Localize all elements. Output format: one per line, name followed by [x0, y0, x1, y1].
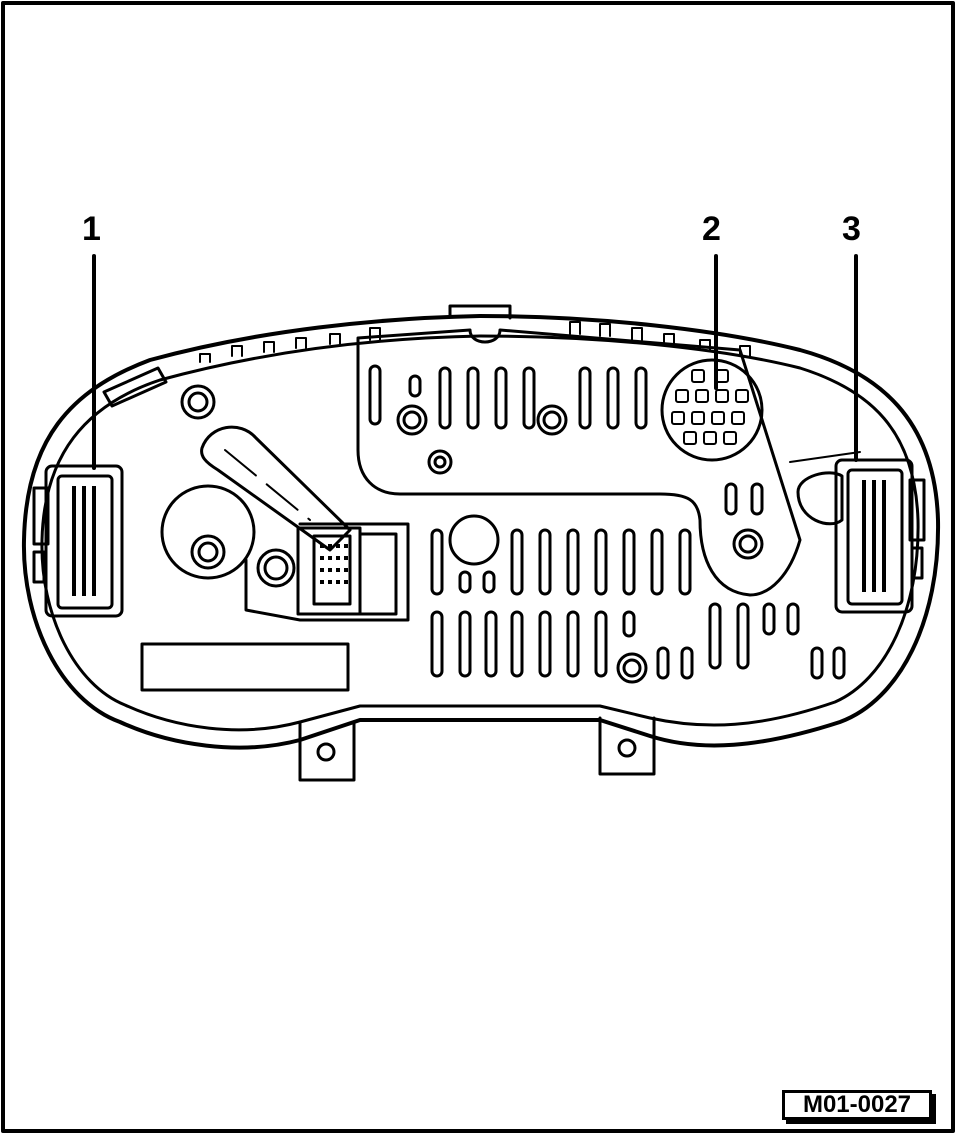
arm-detail	[224, 449, 311, 521]
figure-code-label: M01-0027	[782, 1090, 932, 1120]
buzzer-grille	[660, 358, 764, 462]
left-upper-clip	[102, 366, 168, 408]
left-connector-pins	[72, 486, 96, 596]
mounting-tabs	[298, 716, 656, 782]
upper-plate	[356, 328, 802, 597]
screws	[180, 384, 764, 684]
upper-plate-slots	[368, 364, 648, 430]
lower-lamp-hole	[448, 514, 500, 566]
right-plate-slots	[724, 482, 764, 516]
callout-2: 2	[702, 210, 721, 248]
leader-lines	[92, 254, 858, 470]
top-tab	[448, 304, 512, 320]
callout-3: 3	[842, 210, 861, 248]
right-connector	[796, 458, 926, 614]
cluster-housing-outline	[21, 314, 941, 750]
center-connector-pins	[320, 544, 348, 584]
callout-1: 1	[82, 210, 101, 248]
lower-plate-slots	[430, 528, 846, 680]
gauge-motor	[160, 484, 256, 580]
label-plate	[140, 642, 350, 692]
center-connector-housing	[244, 522, 410, 622]
left-connector	[32, 464, 124, 618]
right-connector-pins	[862, 480, 886, 592]
top-edge-teeth	[199, 321, 751, 363]
right-housing-line	[789, 451, 861, 463]
cluster-housing-inner	[40, 334, 920, 732]
diagonal-arm	[200, 425, 352, 552]
